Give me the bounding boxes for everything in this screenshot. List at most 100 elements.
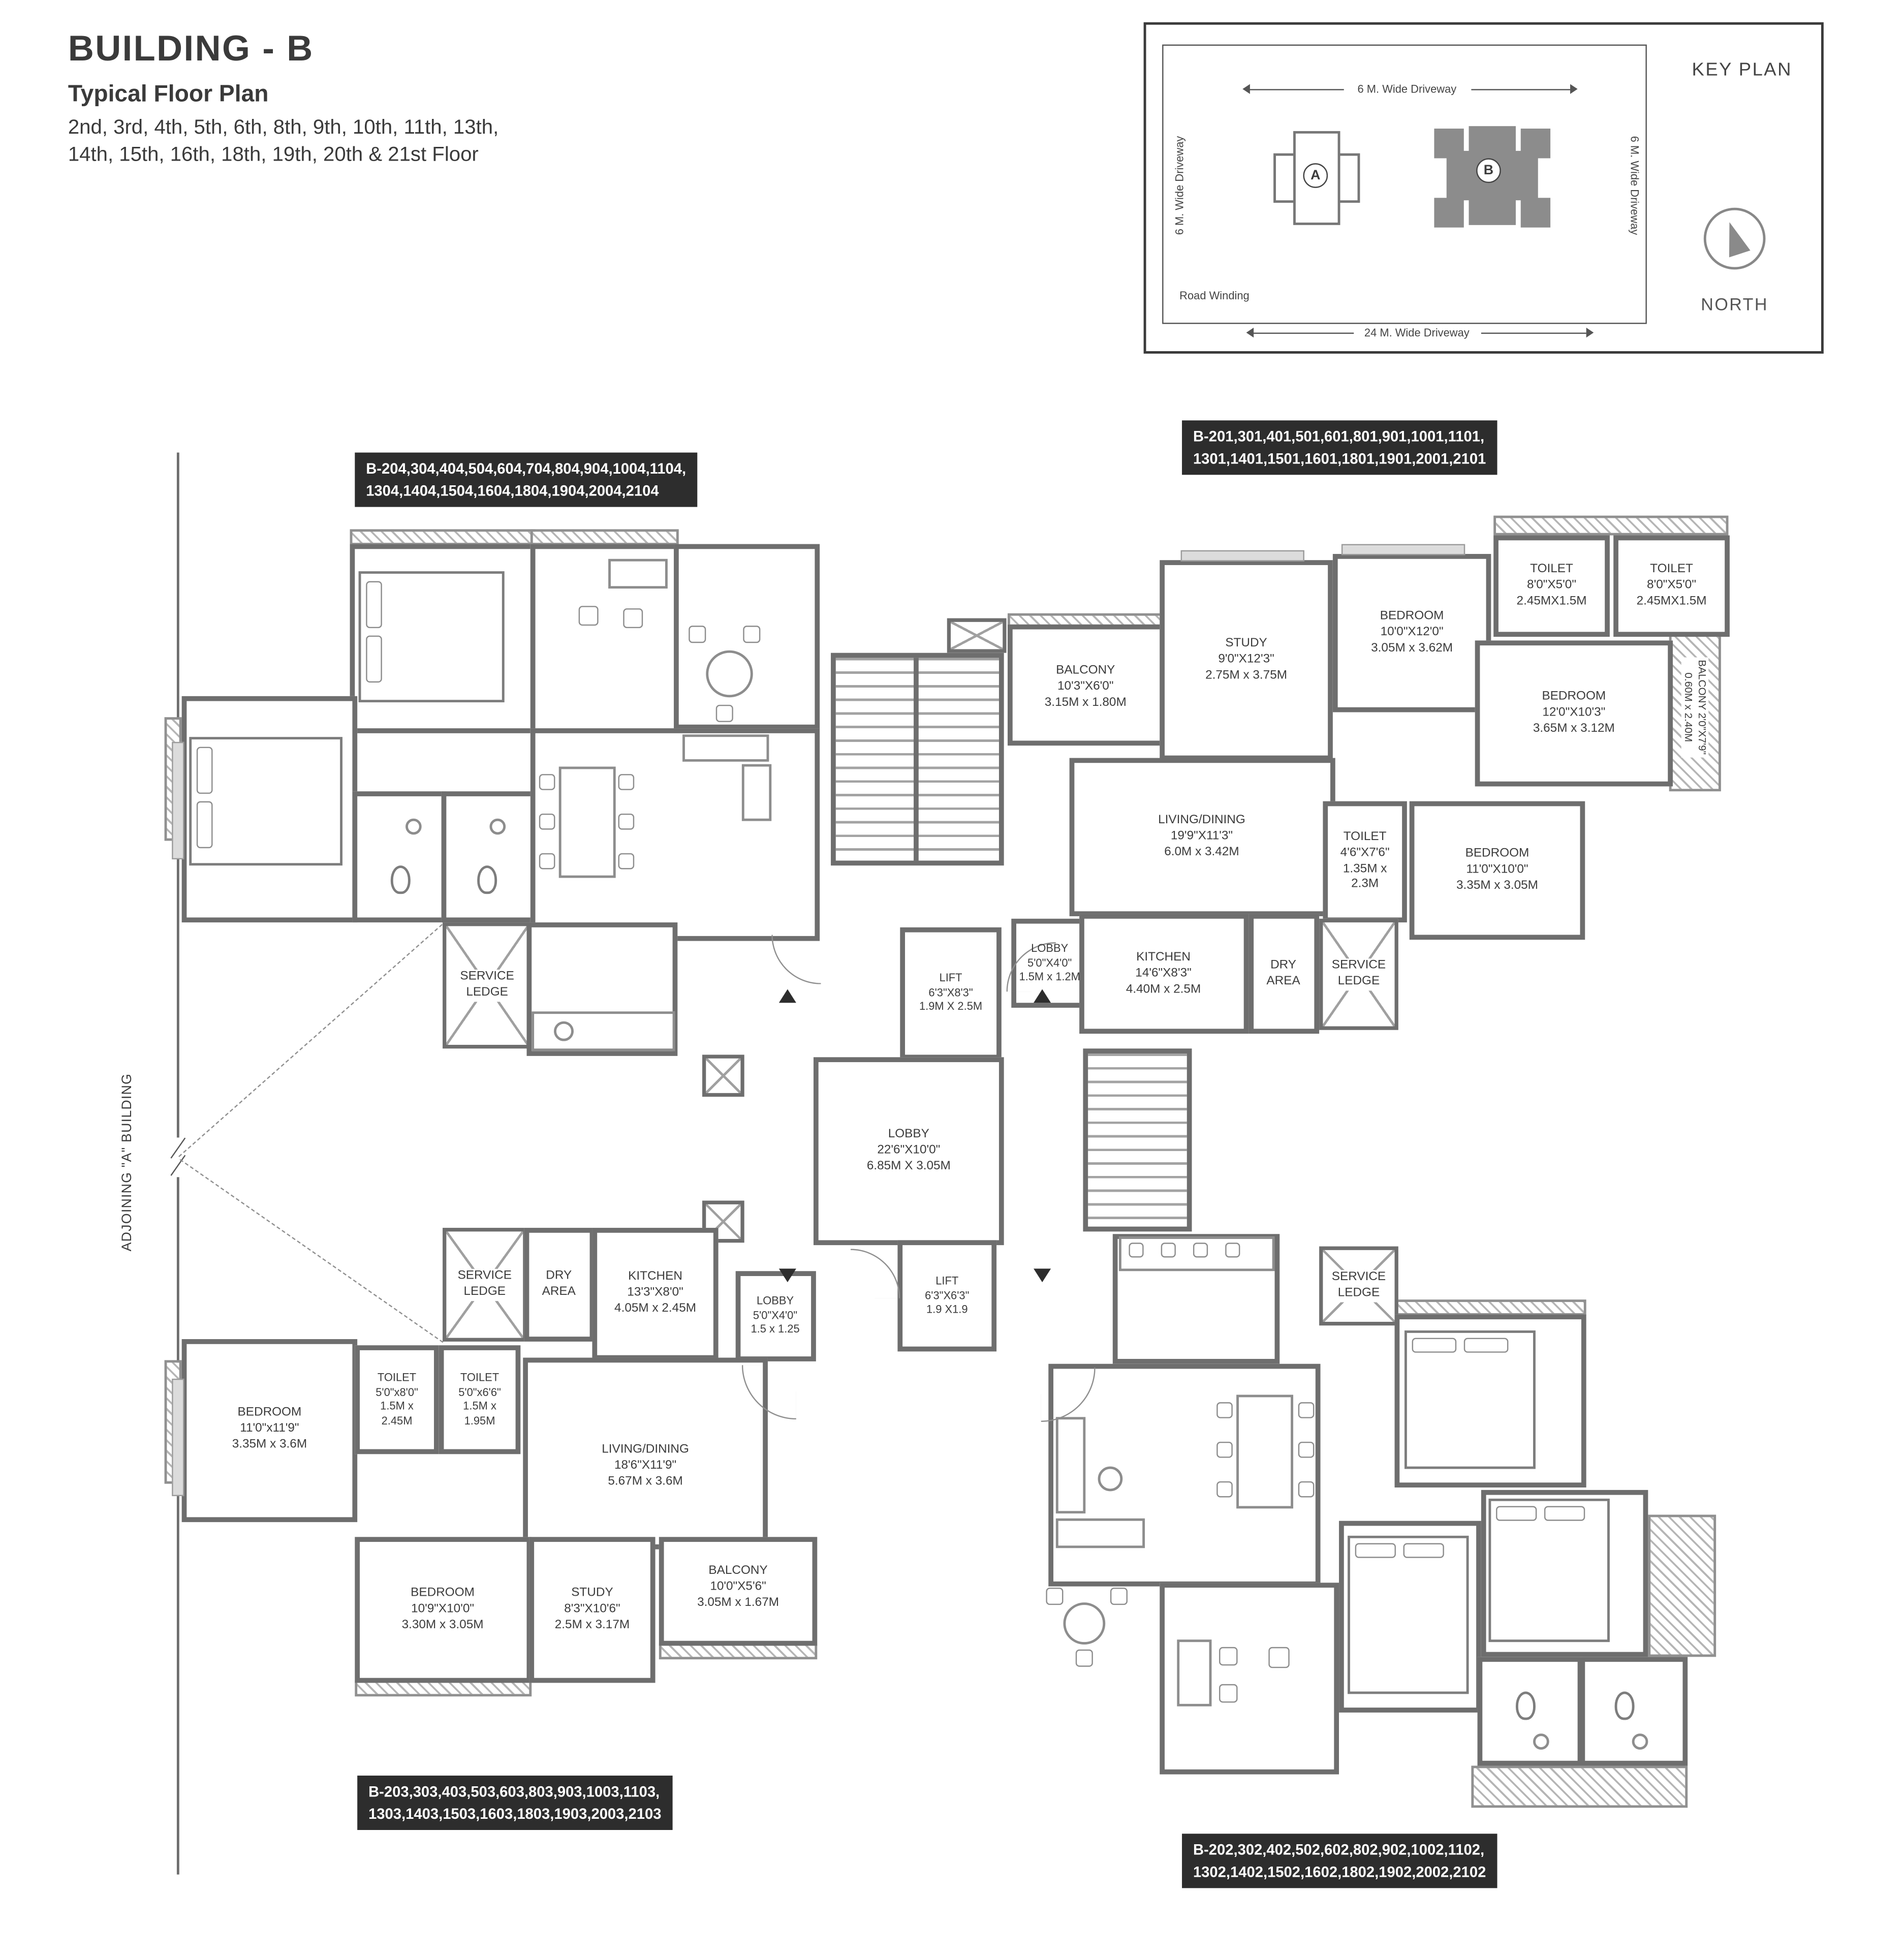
room-toilet	[1477, 1657, 1583, 1766]
room-study	[529, 1537, 656, 1683]
room-label-study-201: STUDY 9'0"X12'3" 2.75M x 3.75M	[1205, 636, 1288, 682]
pillow-icon	[1544, 1506, 1585, 1521]
boundary-break-icon	[170, 1155, 186, 1176]
washbasin-icon	[1533, 1733, 1549, 1750]
road-winding-label: Road Winding	[1179, 289, 1250, 302]
driveway-left-label: 6 M. Wide Driveway	[1173, 136, 1186, 235]
chair-icon	[1046, 1588, 1064, 1605]
room-lobby	[813, 1057, 1004, 1246]
chair-icon	[1216, 1402, 1233, 1418]
floor-list-line1: 2nd, 3rd, 4th, 5th, 6th, 8th, 9th, 10th,…	[68, 116, 499, 139]
window	[1180, 550, 1304, 562]
side-table-icon	[1098, 1466, 1123, 1492]
shaft	[702, 1054, 744, 1097]
bed-icon	[358, 571, 505, 703]
chair-icon	[743, 626, 761, 643]
toilet-icon	[390, 865, 411, 894]
round-table-icon	[1063, 1602, 1106, 1645]
key-plan-building-b-badge: B	[1476, 158, 1501, 183]
room-toilet	[1323, 801, 1407, 923]
staircase-divider	[914, 658, 919, 861]
north-label: NORTH	[1701, 294, 1768, 315]
floor-list-line2: 14th, 15th, 16th, 18th, 19th, 20th & 21s…	[68, 143, 479, 166]
sofa-icon	[682, 734, 769, 762]
door-swing-icon	[850, 1249, 900, 1298]
key-plan-building-a-shape	[1293, 131, 1340, 225]
north-icon	[1703, 207, 1766, 270]
chair-icon	[1216, 1481, 1233, 1498]
room-label-toilet2-203: TOILET 5'0"x6'6" 1.5M x 1.95M	[458, 1371, 501, 1426]
burner-icon	[1161, 1243, 1176, 1258]
pillow-icon	[1355, 1543, 1396, 1558]
room-label-lobby-201: LOBBY 5'0"X4'0" 1.5M x 1.2M	[1019, 942, 1080, 983]
room-bedroom	[1475, 640, 1673, 787]
room-kitchen	[1079, 914, 1249, 1034]
room-label-bedroom3-201: BEDROOM 11'0"X10'0" 3.35M x 3.05M	[1456, 847, 1538, 892]
unit-label-b203: B-203,303,403,503,603,803,903,1003,1103,…	[357, 1775, 673, 1830]
room-dry-area	[1248, 914, 1320, 1034]
ledge-hatch	[350, 529, 536, 545]
window	[172, 741, 184, 860]
desk-icon	[1177, 1639, 1212, 1707]
door-swing-icon	[771, 935, 821, 984]
dining-table-icon	[1236, 1394, 1294, 1509]
pillow-icon	[1403, 1543, 1444, 1558]
room-label-toilet3-201: TOILET 4'6"X7'6" 1.35M x 2.3M	[1340, 830, 1390, 891]
room-toilet	[352, 791, 447, 923]
staircase	[1083, 1048, 1192, 1232]
arrow-right-icon	[1570, 84, 1582, 94]
unit-label-b201: B-201,301,401,501,601,801,901,1001,1101,…	[1182, 420, 1497, 475]
direction-down-icon	[778, 1268, 796, 1283]
room-toilet	[439, 1345, 521, 1454]
chair-icon	[539, 853, 555, 870]
chair-icon	[1298, 1481, 1315, 1498]
bed-icon	[1348, 1535, 1469, 1694]
arrow-left-icon	[1238, 84, 1250, 94]
round-table-icon	[706, 650, 753, 698]
driveway-arrow-line	[1471, 89, 1571, 90]
pillow-icon	[196, 747, 213, 794]
toilet-icon	[477, 865, 497, 894]
room-label-lobby-203: LOBBY 5'0"X4'0" 1.5 x 1.25	[751, 1294, 800, 1336]
chair-icon	[539, 813, 555, 830]
room-label-service-ledge-204: SERVICE LEDGE	[457, 970, 517, 1002]
room-bedroom	[1332, 554, 1491, 712]
toilet-icon	[1614, 1691, 1635, 1720]
sink-icon	[554, 1021, 574, 1041]
room-toilet	[355, 1345, 439, 1454]
chair-icon	[1219, 1647, 1238, 1666]
washbasin-icon	[489, 818, 506, 835]
desk-icon	[608, 559, 668, 589]
balcony-hatch	[1471, 1765, 1688, 1808]
bed-icon	[189, 737, 342, 866]
room-label-bedroom2-203: BEDROOM 10'9"X10'0" 3.30M x 3.05M	[401, 1586, 484, 1632]
chair-icon	[1298, 1441, 1315, 1458]
lift-shaft	[897, 1240, 997, 1352]
chair-icon	[1268, 1647, 1290, 1668]
washbasin-icon	[405, 818, 422, 835]
north-needle-icon	[1719, 219, 1751, 258]
adjoining-building-label: ADJOINING "A" BUILDING	[120, 1073, 135, 1252]
arrow-right-icon	[1586, 327, 1599, 338]
arrow-left-icon	[1241, 327, 1254, 338]
key-plan-title: KEY PLAN	[1692, 59, 1792, 81]
chair-icon	[618, 853, 635, 870]
pillow-icon	[1496, 1506, 1537, 1521]
room-label-bedroom1-201: BEDROOM 10'0"X12'0" 3.05M x 3.62M	[1371, 609, 1453, 655]
ledge-hatch	[530, 529, 679, 545]
driveway-bottom-label: 24 M. Wide Driveway	[1364, 326, 1470, 339]
room-label-study-203: STUDY 8'3"X10'6" 2.5M x 3.17M	[554, 1586, 630, 1632]
room-label-service-ledge-203: SERVICE LEDGE	[455, 1268, 514, 1301]
chair-icon	[1075, 1649, 1093, 1667]
room-label-lift-2: LIFT 6'3"X6'3" 1.9 X1.9	[925, 1274, 970, 1316]
driveway-right-label: 6 M. Wide Driveway	[1628, 136, 1641, 235]
window	[1341, 544, 1465, 555]
room-label-kitchen-201: KITCHEN 14'6"X8'3" 4.40M x 2.5M	[1126, 950, 1201, 996]
room-toilet	[1493, 535, 1610, 637]
room-bedroom	[1409, 801, 1585, 940]
room-label-toilet1-201: TOILET 8'0"X5'0" 2.45MX1.5M	[1516, 562, 1587, 608]
room-label-balcony-203: BALCONY 10'0"X5'6" 3.05M x 1.67M	[697, 1564, 779, 1609]
chair-icon	[1298, 1402, 1315, 1418]
burner-icon	[1225, 1243, 1240, 1258]
chair-icon	[618, 813, 635, 830]
